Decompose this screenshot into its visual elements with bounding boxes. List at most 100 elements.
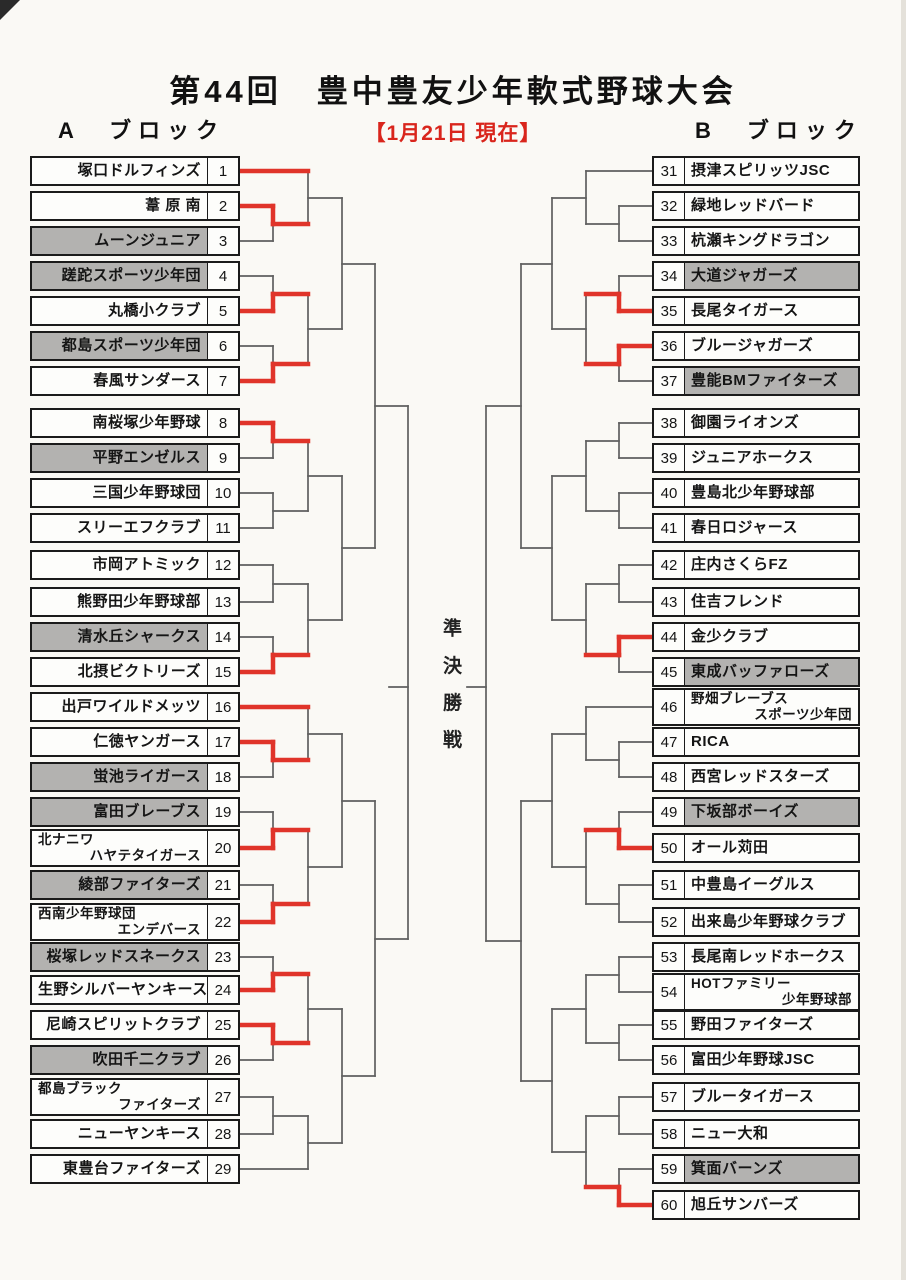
team-name: 野畑ブレーブススポーツ少年団 xyxy=(691,691,852,722)
team-name: 東豊台ファイターズ xyxy=(62,1160,201,1178)
team-number: 58 xyxy=(654,1121,685,1147)
block-a-label: A ブロック xyxy=(58,118,226,143)
team-name: 旭丘サンバーズ xyxy=(691,1196,799,1214)
team-number: 20 xyxy=(207,831,238,865)
team-name: 野田ファイターズ xyxy=(691,1016,814,1034)
team-number: 14 xyxy=(207,624,238,650)
team-number: 32 xyxy=(654,193,685,219)
team-name: 長尾南レッドホークス xyxy=(691,948,846,966)
team-name: 中豊島イーグルス xyxy=(691,876,816,894)
team-name: 住吉フレンド xyxy=(691,593,785,611)
team-number: 57 xyxy=(654,1084,685,1110)
team-box-16: 出戸ワイルドメッツ 16 xyxy=(30,692,240,722)
block-b-label: B ブロック xyxy=(695,118,863,143)
team-name: 出戸ワイルドメッツ xyxy=(61,698,201,716)
team-name: 清水丘シャークス xyxy=(32,624,207,650)
team-number: 49 xyxy=(654,799,685,825)
team-number: 19 xyxy=(207,799,238,825)
team-number: 44 xyxy=(654,624,685,650)
team-number: 21 xyxy=(207,872,238,898)
team-number: 36 xyxy=(654,333,685,359)
team-number: 33 xyxy=(654,228,685,254)
team-number: 43 xyxy=(654,589,685,615)
team-name: 三国少年野球団 xyxy=(92,484,201,502)
team-name: 仁徳ヤンガース xyxy=(93,733,201,751)
team-name: 摂津スピリッツJSC xyxy=(691,162,831,180)
team-name: 北摂ビクトリーズ xyxy=(77,663,201,681)
team-number: 13 xyxy=(207,589,238,615)
scan-edge-shadow xyxy=(901,0,906,1280)
team-name: HOTファミリー少年野球部 xyxy=(691,976,852,1007)
team-number: 31 xyxy=(654,158,685,184)
team-number: 46 xyxy=(654,690,685,724)
team-number: 26 xyxy=(207,1047,238,1073)
team-number: 6 xyxy=(207,333,238,359)
team-number: 38 xyxy=(654,410,685,436)
team-name: ブルージャガーズ xyxy=(691,337,814,355)
team-name: 平野エンゼルス xyxy=(32,445,207,471)
team-number: 18 xyxy=(207,764,238,790)
team-name: 豊島北少年野球部 xyxy=(691,484,816,502)
team-name: 西南少年野球団エンデバース xyxy=(38,906,201,937)
team-number: 39 xyxy=(654,445,685,471)
team-name: 都島ブラックファイターズ xyxy=(38,1081,201,1112)
team-name: ブルータイガース xyxy=(691,1088,815,1106)
team-name: ムーンジュニア xyxy=(32,228,207,254)
team-number: 52 xyxy=(654,909,685,935)
team-number: 25 xyxy=(207,1012,238,1038)
team-number: 59 xyxy=(654,1156,685,1182)
team-number: 3 xyxy=(207,228,238,254)
team-name: スリーエフクラブ xyxy=(76,519,201,537)
team-number: 17 xyxy=(207,729,238,755)
team-number: 22 xyxy=(207,905,238,939)
team-name: 長尾タイガース xyxy=(691,302,799,320)
team-number: 47 xyxy=(654,729,685,755)
team-number: 34 xyxy=(654,263,685,289)
team-name: 東成バッファローズ xyxy=(685,659,858,685)
team-box-57: 57 ブルータイガース xyxy=(652,1082,860,1112)
team-name: 箕面バーンズ xyxy=(685,1156,858,1182)
team-name: 大道ジャガーズ xyxy=(685,263,858,289)
team-number: 7 xyxy=(207,368,238,394)
team-name: 南桜塚少年野球 xyxy=(92,414,201,432)
team-name: 葦 原 南 xyxy=(145,197,201,215)
team-name: 丸橋小クラブ xyxy=(107,302,201,320)
team-number: 4 xyxy=(207,263,238,289)
team-number: 54 xyxy=(654,975,685,1009)
team-name: 塚口ドルフィンズ xyxy=(77,162,201,180)
team-number: 16 xyxy=(207,694,238,720)
